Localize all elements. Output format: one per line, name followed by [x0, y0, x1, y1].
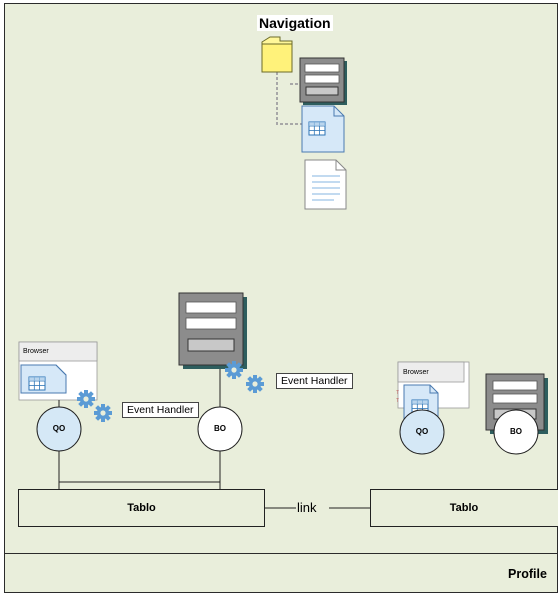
left-event-handler-label: Event Handler [122, 402, 199, 418]
svg-text:T: T [396, 390, 399, 396]
right-browser-label: Browser [403, 369, 429, 376]
profile-label: Profile [508, 567, 547, 581]
left-browser-label: Browser [23, 348, 49, 355]
right-bo-label: BO [510, 427, 522, 436]
left-bo-circle [197, 406, 243, 452]
navigation-title: Navigation [257, 15, 333, 31]
left-grid-document-icon [20, 364, 67, 394]
nav-tree-connector [276, 72, 302, 125]
left-qo-bo-connector [58, 451, 221, 483]
navigation-cluster [261, 36, 347, 210]
right-qo-circle [399, 409, 445, 455]
right-bo-circle [493, 409, 539, 455]
left-bo-form-icon [178, 292, 247, 369]
text-document-icon [304, 159, 347, 210]
svg-text:T: T [396, 398, 399, 404]
left-qo-label: QO [52, 424, 66, 433]
right-tablo-label: Tablo [449, 502, 479, 514]
form-icon [299, 57, 347, 105]
folder-icon [261, 36, 293, 73]
left-tablo-label: Tablo [127, 502, 156, 514]
grid-document-icon [301, 105, 345, 153]
link-label: link [296, 500, 318, 515]
right-tablo-box [370, 489, 558, 527]
right-qo-label: QO [415, 427, 429, 436]
bo-event-handler-label: Event Handler [276, 373, 353, 389]
left-bo-label: BO [214, 424, 226, 433]
left-qo-circle [36, 406, 82, 452]
left-tablo-box [18, 489, 265, 527]
